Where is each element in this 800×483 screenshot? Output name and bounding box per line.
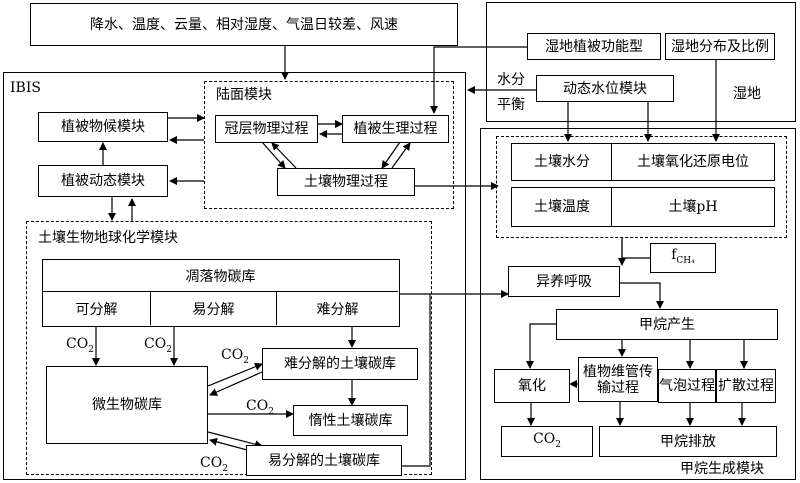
fch4-text: fCH₄ (671, 247, 695, 266)
wetland-distribution-text: 湿地分布及比例 (671, 38, 769, 55)
land-module-region (204, 81, 454, 209)
climate-inputs-box: 降水、温度、云量、相对湿度、气温日较差、风速 (30, 3, 458, 46)
co2-output-text: CO2 (533, 430, 561, 450)
water-balance-label-1: 水分 (497, 72, 525, 88)
veg-dynamic-text: 植被动态模块 (61, 173, 145, 189)
co2-output-box: CO2 (501, 426, 593, 457)
soil-phys-box: 土壤物理过程 (277, 168, 415, 196)
phenology-box: 植被物候模块 (38, 112, 168, 142)
methane-region (480, 128, 796, 480)
water-level-box: 动态水位模块 (536, 75, 674, 102)
methane-emission-box: 甲烷排放 (599, 426, 777, 457)
soil-temp-text: 土壤温度 (534, 199, 590, 215)
microbe-box: 微生物碳库 (46, 366, 208, 444)
climate-inputs-text: 降水、温度、云量、相对湿度、气温日较差、风速 (90, 16, 398, 33)
wetland-functype-box: 湿地植被功能型 (527, 33, 661, 60)
water-balance-label-2: 平衡 (497, 97, 525, 113)
methane-emission-text: 甲烷排放 (660, 433, 716, 450)
litter-col-hard-text: 难分解 (316, 301, 359, 318)
wetland-functype-text: 湿地植被功能型 (545, 38, 643, 55)
bubble-text: 气泡过程 (659, 378, 715, 394)
methane-produce-text: 甲烷产生 (639, 316, 695, 333)
land-module-label: 陆面模块 (216, 87, 272, 103)
litter-col-easy: 易分解 (151, 292, 277, 325)
arrow-hard-to-microbe (209, 371, 263, 396)
easy-soil-box: 易分解的土壤碳库 (246, 445, 402, 476)
plant-phys-box: 植被生理过程 (342, 115, 449, 143)
canopy-box: 冠层物理过程 (215, 115, 318, 143)
co2-label-4: CO2 (246, 398, 274, 417)
fch4-box: fCH₄ (650, 243, 716, 273)
hetero-resp-text: 异养呼吸 (536, 273, 592, 290)
wetland-label: 湿地 (733, 86, 761, 102)
arrow-produce-to-oxidation (526, 323, 556, 369)
diffusion-box: 扩散过程 (716, 369, 776, 403)
arrow-microbe-to-hard (207, 362, 263, 387)
litter-col-easy-text: 易分解 (192, 301, 235, 318)
soil-redox-text: 土壤氧化还原电位 (637, 154, 749, 170)
soil-moisture-box: 土壤水分 (511, 143, 613, 181)
methane-produce-box: 甲烷产生 (556, 309, 778, 340)
ibis-region (3, 72, 466, 480)
wetland-distribution-box: 湿地分布及比例 (665, 33, 775, 60)
co2-label-2: CO2 (144, 336, 172, 355)
oxidation-text: 氧化 (518, 378, 546, 394)
litter-header: 凋落物碳库 (43, 260, 398, 292)
bubble-box: 气泡过程 (658, 369, 716, 403)
soil-moisture-text: 土壤水分 (534, 154, 590, 170)
plant-transport-box: 植物维管传输过程 (578, 357, 658, 402)
ibis-label: IBIS (10, 80, 41, 96)
canopy-text: 冠层物理过程 (224, 121, 309, 137)
soil-ph-text: 土壤pH (668, 199, 718, 215)
biogeo-title: 土壤生物地球化学模块 (38, 230, 178, 246)
soil-phys-text: 土壤物理过程 (304, 174, 388, 190)
co2-label-5: CO2 (200, 455, 228, 474)
soil-state-region (496, 136, 787, 238)
wetland-region (486, 2, 796, 122)
diffusion-text: 扩散过程 (718, 378, 774, 394)
arrow-plant-to-soil (381, 141, 401, 169)
phenology-text: 植被物候模块 (61, 119, 145, 135)
microbe-text: 微生物碳库 (92, 397, 162, 413)
arrow-hetero-to-produce (620, 282, 664, 309)
easy-soil-text: 易分解的土壤碳库 (268, 452, 380, 469)
hard-soil-box: 难分解的土壤碳库 (262, 348, 418, 380)
veg-dynamic-box: 植被动态模块 (38, 165, 168, 197)
arrow-soil-to-canopy (271, 142, 297, 169)
arrow-microbe-to-easy (207, 431, 263, 449)
arrow-functype-to-plant (430, 46, 527, 114)
plant-transport-text: 植物维管传输过程 (583, 363, 653, 396)
litter-col-decomposable: 可分解 (43, 292, 151, 325)
soil-ph-box: 土壤pH (611, 187, 775, 227)
methane-label: 甲烷生成模块 (680, 461, 764, 477)
soil-redox-box: 土壤氧化还原电位 (611, 143, 775, 181)
inert-soil-box: 惰性土壤碳库 (293, 405, 408, 436)
soil-temp-box: 土壤温度 (511, 187, 613, 227)
hard-soil-text: 难分解的土壤碳库 (284, 356, 396, 372)
biogeo-region (26, 221, 432, 475)
oxidation-box: 氧化 (494, 369, 570, 403)
co2-label-1: CO2 (66, 336, 94, 355)
litter-text: 凋落物碳库 (185, 268, 256, 285)
arrow-soil-to-plant (391, 142, 411, 169)
plant-phys-text: 植被生理过程 (353, 121, 438, 137)
litter-col-hard: 难分解 (277, 292, 398, 325)
inert-soil-text: 惰性土壤碳库 (308, 412, 393, 429)
arrow-canopy-to-soil (261, 141, 286, 169)
line-easy-to-hetero (402, 294, 431, 467)
water-level-text: 动态水位模块 (563, 80, 647, 97)
hetero-resp-box: 异养呼吸 (508, 266, 620, 297)
litter-table: 凋落物碳库 可分解 易分解 难分解 (42, 259, 400, 327)
co2-label-3: CO2 (221, 347, 249, 366)
litter-col-decomposable-text: 可分解 (75, 301, 118, 318)
